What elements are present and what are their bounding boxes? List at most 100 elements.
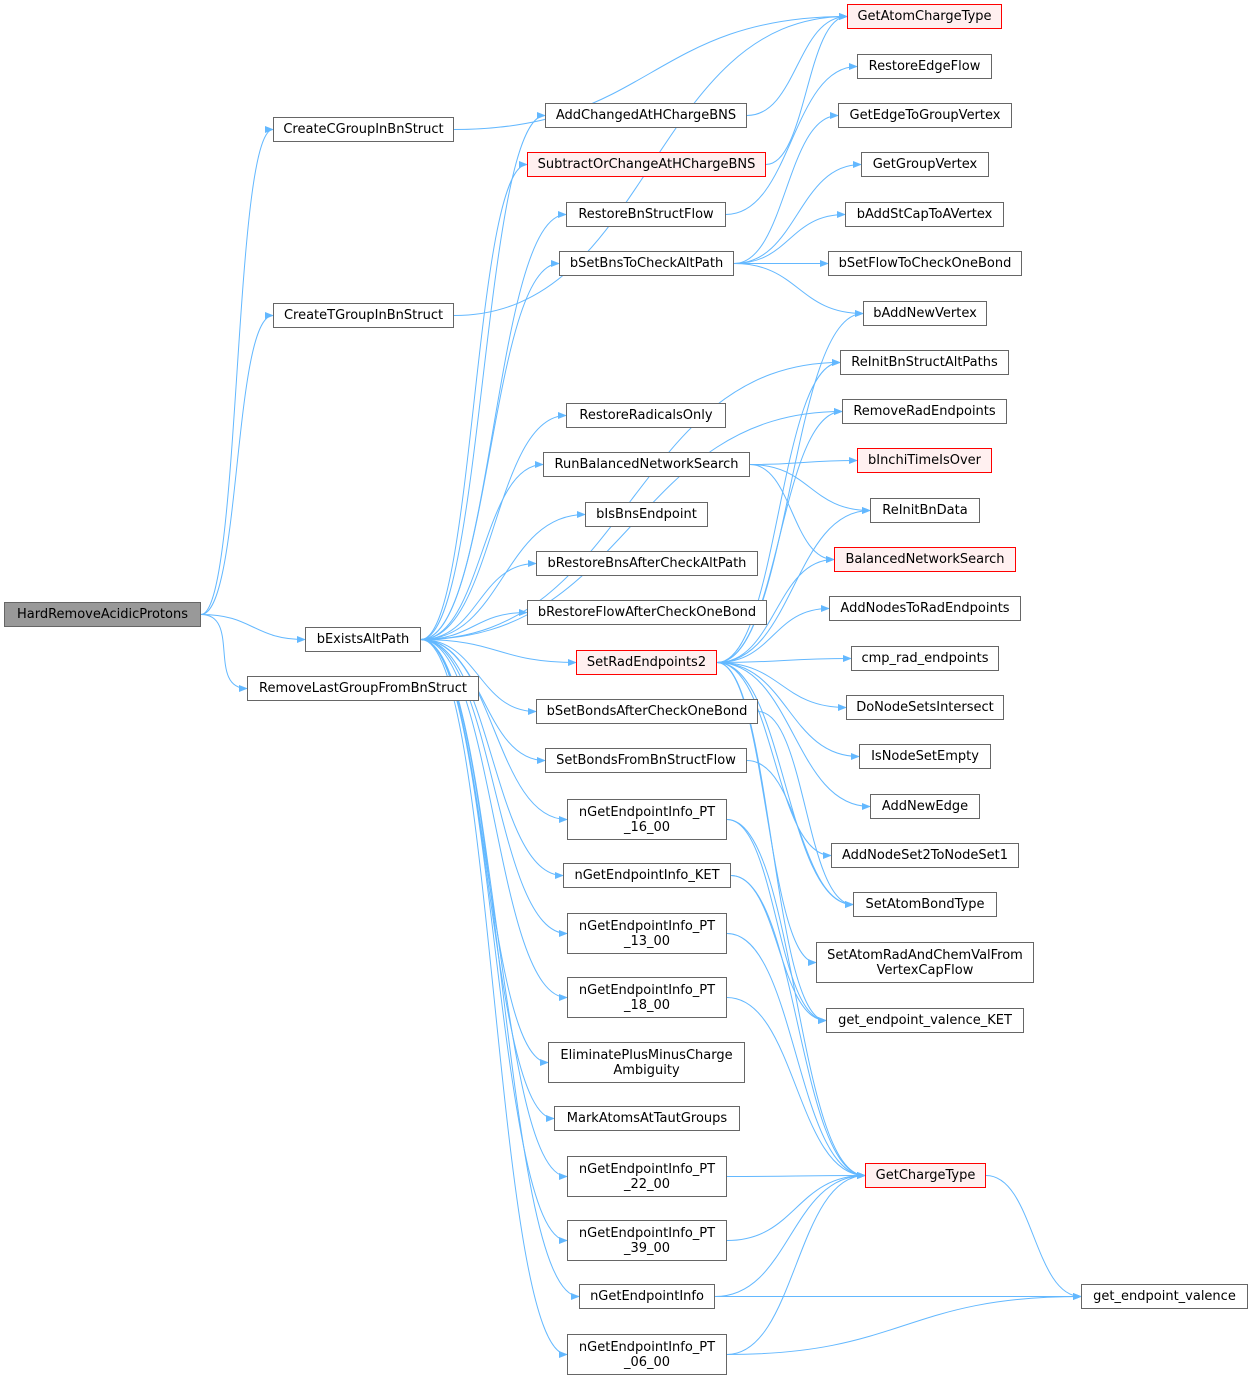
edge-bexists-to-ng_18 xyxy=(420,639,568,1002)
edge-run_bns-to-binchi xyxy=(749,456,858,465)
node-re-init-bn-data[interactable]: ReInitBnData xyxy=(870,498,980,523)
node-get-charge-type[interactable]: GetChargeType xyxy=(865,1163,986,1188)
edge-bexists-to-bset_check_alt xyxy=(420,259,560,640)
node-b-set-flow-to-check-one-bond[interactable]: bSetFlowToCheckOneBond xyxy=(828,251,1022,276)
node-b-restore-bns-after-check-alt-path[interactable]: bRestoreBnsAfterCheckAltPath xyxy=(536,551,758,576)
edge-bset_check_alt-to-get_group_vertex xyxy=(733,160,862,264)
edge-ng_info-to-get_charge xyxy=(714,1171,866,1297)
edge-ng_16-to-get_ep_val_ket xyxy=(726,819,827,1025)
node-b-is-bns-endpoint[interactable]: bIsBnsEndpoint xyxy=(585,502,708,527)
node-add-nodes-to-rad-endpoints[interactable]: AddNodesToRadEndpoints xyxy=(829,596,1021,621)
edge-ng_18-to-get_charge xyxy=(726,997,866,1180)
edge-create_c-to-get_atom_charge xyxy=(453,12,848,130)
node-n-get-endpoint-info[interactable]: nGetEndpointInfo xyxy=(579,1284,715,1309)
node-mark-atoms-at-taut-groups[interactable]: MarkAtomsAtTautGroups xyxy=(554,1106,740,1131)
edge-setrad-to-get_ep_val_ket xyxy=(716,662,827,1025)
edge-run_bns-to-balanced xyxy=(749,464,835,564)
node-cmp-rad-endpoints[interactable]: cmp_rad_endpoints xyxy=(851,646,999,671)
edge-bexists-to-bis_endpoint xyxy=(420,510,586,640)
node-restore-edge-flow[interactable]: RestoreEdgeFlow xyxy=(857,54,992,79)
edge-ng_16-to-get_charge xyxy=(726,819,866,1180)
node-add-changed-at-h-charge-bns[interactable]: AddChangedAtHChargeBNS xyxy=(545,103,747,128)
node-hard-remove-acidic-protons: HardRemoveAcidicProtons xyxy=(4,602,201,627)
node-remove-last-group-from-bn-struct[interactable]: RemoveLastGroupFromBnStruct xyxy=(247,676,479,701)
edge-setrad-to-do_node_sets xyxy=(716,662,847,712)
node-get-edge-to-group-vertex[interactable]: GetEdgeToGroupVertex xyxy=(838,103,1012,128)
node-get-endpoint-valence-ket[interactable]: get_endpoint_valence_KET xyxy=(826,1008,1024,1033)
node-restore-bn-struct-flow[interactable]: RestoreBnStructFlow xyxy=(566,202,726,227)
node-get-endpoint-valence[interactable]: get_endpoint_valence xyxy=(1081,1284,1248,1309)
edge-bexists-to-ng_13 xyxy=(420,639,568,938)
node-n-get-endpoint-info-pt-13-00[interactable]: nGetEndpointInfo_PT _13_00 xyxy=(567,913,727,954)
node-set-atom-bond-type[interactable]: SetAtomBondType xyxy=(853,892,997,917)
edge-subtract-to-get_atom_charge xyxy=(765,12,848,165)
node-re-init-bn-struct-alt-paths[interactable]: ReInitBnStructAltPaths xyxy=(840,350,1009,375)
node-n-get-endpoint-info-pt-18-00[interactable]: nGetEndpointInfo_PT _18_00 xyxy=(567,977,727,1018)
edge-root-to-remove_last xyxy=(200,614,248,693)
node-n-get-endpoint-info-ket[interactable]: nGetEndpointInfo_KET xyxy=(563,863,731,888)
edge-setrad-to-reinit_data xyxy=(716,506,871,663)
node-eliminate-plus-minus-charge-ambiguity[interactable]: EliminatePlusMinusCharge Ambiguity xyxy=(548,1042,745,1083)
node-b-inchi-time-is-over[interactable]: bInchiTimeIsOver xyxy=(857,448,992,473)
node-b-add-st-cap-to-a-vertex[interactable]: bAddStCapToAVertex xyxy=(845,202,1004,227)
edge-root-to-create_c xyxy=(200,125,274,615)
node-is-node-set-empty[interactable]: IsNodeSetEmpty xyxy=(859,744,991,769)
edge-bexists-to-brestore_bns xyxy=(420,559,537,640)
edge-bexists-to-ng_info xyxy=(420,639,580,1301)
node-create-t-group-in-bn-struct[interactable]: CreateTGroupInBnStruct xyxy=(273,303,454,328)
edge-setrad-to-add_node_set xyxy=(716,662,832,860)
node-b-set-bns-to-check-alt-path[interactable]: bSetBnsToCheckAltPath xyxy=(559,251,734,276)
node-remove-rad-endpoints[interactable]: RemoveRadEndpoints xyxy=(842,399,1007,424)
node-add-node-set2-to-node-set1[interactable]: AddNodeSet2ToNodeSet1 xyxy=(831,843,1019,868)
node-add-new-edge[interactable]: AddNewEdge xyxy=(870,794,980,819)
edge-bexists-to-brestore_flow xyxy=(420,608,528,640)
node-n-get-endpoint-info-pt-39-00[interactable]: nGetEndpointInfo_PT _39_00 xyxy=(567,1220,727,1261)
edge-setrad-to-cmp_rad xyxy=(716,654,852,663)
edge-ng_ket-to-get_ep_val_ket xyxy=(730,875,827,1025)
edge-ng_13-to-get_charge xyxy=(726,933,866,1180)
node-b-restore-flow-after-check-one-bond[interactable]: bRestoreFlowAfterCheckOneBond xyxy=(527,600,767,625)
edge-bexists-to-setrad xyxy=(420,639,577,667)
edge-setrad-to-remove_rad xyxy=(716,407,843,663)
edge-bexists-to-ng_ket xyxy=(420,639,564,880)
edge-ng_06-to-get_ep_val xyxy=(726,1292,1082,1355)
node-get-group-vertex[interactable]: GetGroupVertex xyxy=(861,152,989,177)
edge-setrad-to-add_nodes_rad xyxy=(716,604,830,663)
edge-ng_39-to-get_charge xyxy=(726,1171,866,1241)
node-n-get-endpoint-info-pt-16-00[interactable]: nGetEndpointInfo_PT _16_00 xyxy=(567,799,727,840)
node-do-node-sets-intersect[interactable]: DoNodeSetsIntersect xyxy=(846,695,1004,720)
edge-run_bns-to-reinit_data xyxy=(749,464,871,515)
node-get-atom-charge-type[interactable]: GetAtomChargeType xyxy=(847,4,1002,29)
edge-bexists-to-bset_bonds xyxy=(420,639,537,716)
edge-set_bonds_flow-to-set_atom_bond xyxy=(746,760,854,909)
node-run-balanced-network-search[interactable]: RunBalancedNetworkSearch xyxy=(543,452,750,477)
node-b-exists-alt-path[interactable]: bExistsAltPath xyxy=(305,627,421,652)
edge-add_changed-to-get_atom_charge xyxy=(746,12,848,116)
node-subtract-or-change-at-h-charge-bns[interactable]: SubtractOrChangeAtHChargeBNS xyxy=(527,152,766,177)
edge-bexists-to-ng_39 xyxy=(420,639,568,1245)
node-balanced-network-search[interactable]: BalancedNetworkSearch xyxy=(834,547,1016,572)
edge-bset_check_alt-to-badd_vertex xyxy=(733,263,864,318)
node-n-get-endpoint-info-pt-22-00[interactable]: nGetEndpointInfo_PT _22_00 xyxy=(567,1156,727,1197)
node-set-atom-rad-and-chem-val-from-vertex-cap-flow[interactable]: SetAtomRadAndChemValFrom VertexCapFlow xyxy=(816,942,1034,983)
edge-setrad-to-reinit_alt xyxy=(716,358,841,663)
edge-bexists-to-subtract xyxy=(420,160,528,640)
edge-setrad-to-is_node_empty xyxy=(716,662,860,761)
node-n-get-endpoint-info-pt-06-00[interactable]: nGetEndpointInfo_PT _06_00 xyxy=(567,1334,727,1375)
edge-setrad-to-balanced xyxy=(716,555,835,663)
edge-bexists-to-run_bns xyxy=(420,460,544,640)
node-create-c-group-in-bn-struct[interactable]: CreateCGroupInBnStruct xyxy=(273,117,454,142)
node-b-add-new-vertex[interactable]: bAddNewVertex xyxy=(863,301,987,326)
edge-get_charge-to-get_ep_val xyxy=(985,1175,1082,1301)
edge-bset_bonds-to-set_atom_bond xyxy=(757,711,854,909)
edge-root-to-create_t xyxy=(200,311,274,615)
node-set-rad-endpoints2[interactable]: SetRadEndpoints2 xyxy=(576,650,717,675)
edge-bexists-to-add_changed xyxy=(420,111,546,640)
node-restore-radicals-only[interactable]: RestoreRadicalsOnly xyxy=(566,403,726,428)
edge-bexists-to-reinit_alt xyxy=(420,358,841,640)
edge-ng_06-to-get_charge xyxy=(726,1171,866,1355)
node-b-set-bonds-after-check-one-bond[interactable]: bSetBondsAfterCheckOneBond xyxy=(536,699,758,724)
node-set-bonds-from-bn-struct-flow[interactable]: SetBondsFromBnStructFlow xyxy=(545,748,747,773)
edge-root-to-bexists xyxy=(200,614,306,644)
